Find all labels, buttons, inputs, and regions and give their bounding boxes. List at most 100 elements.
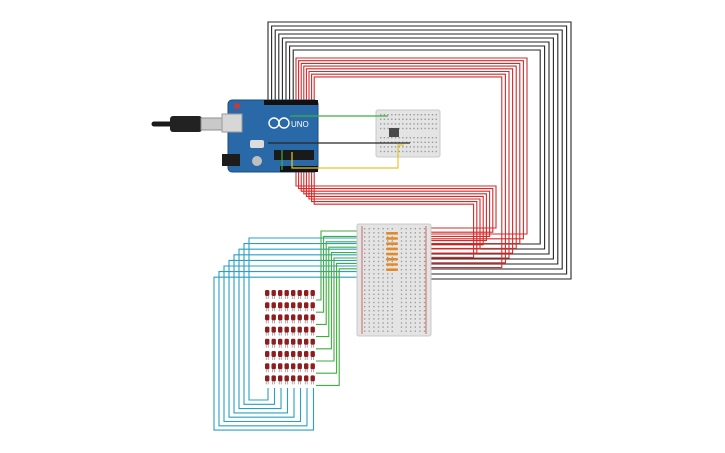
led-r8-c5 [291, 375, 296, 382]
led-r8-c2 [271, 375, 276, 382]
led-r3-c5 [291, 314, 296, 321]
red-wire-bottom-1 [295, 170, 497, 229]
led-r1-c2 [271, 290, 276, 296]
led-r7-c3 [278, 363, 283, 370]
black-wire-5 [281, 37, 554, 260]
led-r6-c3 [278, 351, 283, 357]
resistor-4 [386, 247, 398, 251]
led-r6-c5 [291, 351, 296, 357]
led-r3-c3 [278, 314, 283, 321]
main-breadboard[interactable] [356, 223, 432, 337]
led-r2-c4 [284, 302, 289, 309]
led-r4-c2 [271, 326, 276, 333]
red-wire-bottom-4 [303, 170, 487, 242]
red-wire-top-6 [308, 70, 510, 259]
led-r8-c4 [284, 375, 289, 382]
led-r1-c3 [278, 290, 283, 296]
pushbutton[interactable] [389, 128, 399, 137]
black-wire-group [267, 21, 572, 280]
led-r1-c6 [297, 290, 302, 296]
led-r2-c2 [271, 302, 276, 309]
led-r2-c1 [265, 302, 270, 309]
led-r2-c8 [310, 302, 315, 309]
led-r4-c1 [265, 326, 270, 333]
led-r7-c8 [310, 363, 315, 370]
small-breadboard[interactable] [375, 109, 441, 158]
led-r5-c5 [291, 338, 296, 345]
teal-wire-2 [243, 243, 374, 405]
led-r7-c7 [304, 363, 309, 370]
led-r6-c8 [310, 351, 315, 357]
red-wire-top-5 [305, 68, 514, 254]
teal-wire-6 [223, 265, 374, 423]
led-r1-c8 [310, 290, 315, 296]
resistor-8 [386, 268, 398, 271]
led-r3-c8 [310, 314, 315, 321]
red-wire-bottom-8 [313, 170, 475, 258]
led-r8-c7 [304, 375, 309, 382]
led-r5-c2 [271, 338, 276, 345]
red-wire-group [295, 57, 528, 269]
resistor-7 [386, 263, 398, 266]
led-r7-c6 [297, 363, 302, 370]
led-r8-c3 [278, 375, 283, 382]
resistor-array [386, 232, 398, 271]
led-r5-c6 [297, 338, 302, 345]
red-wire-top-3 [300, 62, 521, 245]
led-r4-c8 [310, 326, 315, 333]
led-r4-c7 [304, 326, 309, 333]
led-r7-c5 [291, 363, 296, 370]
led-r6-c1 [265, 351, 270, 357]
black-wire-4 [278, 33, 559, 265]
led-r7-c2 [271, 363, 276, 370]
led-r4-c3 [278, 326, 283, 333]
led-r5-c3 [278, 338, 283, 345]
black-wire-7 [289, 45, 546, 250]
teal-wire-1 [248, 237, 374, 401]
arduino-uno-board[interactable]: UNO [221, 99, 319, 173]
led-r1-c1 [265, 290, 270, 296]
teal-wire-8 [213, 276, 374, 431]
led-r3-c4 [284, 314, 289, 321]
led-r5-c8 [310, 338, 315, 345]
black-wire-6 [285, 41, 550, 255]
red-wire-bottom-6 [308, 170, 481, 250]
led-r2-c3 [278, 302, 283, 309]
green-wire-2 [316, 235, 376, 313]
green-wire-4 [316, 246, 376, 338]
led-r4-c4 [284, 326, 289, 333]
red-wire-top-7 [311, 73, 506, 264]
led-r2-c6 [297, 302, 302, 309]
led-r8-c6 [297, 375, 302, 382]
led-r1-c7 [304, 290, 309, 296]
green-wire-3 [316, 241, 376, 325]
led-r3-c6 [297, 314, 302, 321]
resistor-3 [386, 242, 398, 245]
led-r2-c7 [304, 302, 309, 309]
black-wire-3 [274, 29, 563, 270]
teal-wire-7 [218, 271, 374, 427]
red-wire-top-4 [303, 65, 517, 249]
led-r1-c4 [284, 290, 289, 296]
green-wire-1 [316, 230, 376, 301]
green-wire-6 [316, 257, 376, 362]
led-r6-c6 [297, 351, 302, 357]
led-r8-c1 [265, 375, 270, 382]
teal-wire-3 [238, 248, 374, 410]
led-r5-c4 [284, 338, 289, 345]
resistor-6 [386, 258, 398, 261]
red-wire-bottom-3 [300, 170, 491, 237]
red-wire-bottom-7 [311, 170, 478, 254]
led-r6-c2 [271, 351, 276, 357]
resistor-2 [386, 237, 398, 240]
teal-wire-group [213, 237, 374, 431]
led-r4-c6 [297, 326, 302, 333]
led-r5-c1 [265, 338, 270, 345]
led-r2-c5 [291, 302, 296, 309]
board-label: UNO [291, 120, 309, 129]
red-wire-bottom-2 [298, 170, 494, 233]
led-matrix[interactable] [265, 290, 315, 385]
led-r3-c2 [271, 314, 276, 321]
red-wire-bottom-5 [305, 170, 484, 246]
